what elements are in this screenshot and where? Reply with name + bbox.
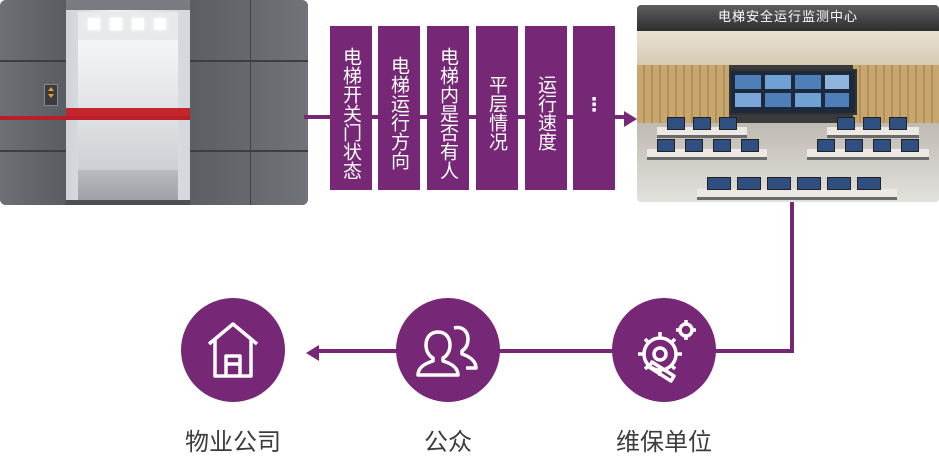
house-icon <box>207 322 259 378</box>
maintenance-unit-label: 维保单位 <box>616 428 712 456</box>
data-box-leveling: 平层情况 <box>476 26 518 190</box>
elevator-call-button <box>44 84 58 106</box>
flow-arrow-left <box>306 345 319 361</box>
elevator-image <box>0 0 308 205</box>
data-box-speed: 运行速度 <box>525 26 567 190</box>
data-box-direction: 电梯运行方向 <box>378 26 420 190</box>
data-box-occupancy: 电梯内是否有人 <box>427 26 469 190</box>
elevator-light <box>132 18 144 30</box>
more-ellipsis: ⋮ <box>583 94 605 116</box>
elevator-handrail <box>0 116 190 120</box>
data-box-label: 运行速度 <box>535 75 557 151</box>
center-desk <box>827 127 919 138</box>
public-label: 公众 <box>424 428 472 456</box>
center-video-wall <box>729 69 857 115</box>
center-desk <box>697 189 897 200</box>
flow-line-down <box>790 202 794 353</box>
elevator-light <box>154 18 166 30</box>
data-box-more: ⋮ <box>573 26 615 190</box>
center-desk <box>657 127 747 138</box>
gear-wrench-icon <box>638 320 696 383</box>
property-company-circle <box>181 298 285 402</box>
center-ceiling <box>637 31 939 65</box>
center-desk <box>807 149 929 160</box>
elevator-floor <box>78 170 178 200</box>
maintenance-unit-circle <box>612 298 716 402</box>
data-box-label: 平层情况 <box>486 75 508 151</box>
data-box-label: 电梯运行方向 <box>388 56 410 170</box>
elevator-handrail <box>66 108 190 116</box>
elevator-right-panel <box>190 0 308 205</box>
elevator-light <box>110 18 122 30</box>
flow-line-to-stakeholders <box>318 349 794 353</box>
property-company-label: 物业公司 <box>185 428 281 456</box>
center-wall-panel <box>853 65 939 123</box>
monitoring-center-image: 电梯安全运行监测中心 <box>637 5 939 202</box>
public-circle <box>396 298 500 402</box>
flow-arrow-right <box>624 111 637 127</box>
elevator-light <box>88 18 100 30</box>
data-box-label: 电梯开关门状态 <box>340 46 362 180</box>
data-box-label: 电梯内是否有人 <box>437 46 459 180</box>
people-icon <box>416 325 478 377</box>
data-box-door-status: 电梯开关门状态 <box>330 26 372 190</box>
center-wall-panel <box>637 65 729 123</box>
center-desk <box>647 149 767 160</box>
elevator-panel-seam <box>250 0 251 205</box>
monitoring-center-title: 电梯安全运行监测中心 <box>637 5 939 31</box>
